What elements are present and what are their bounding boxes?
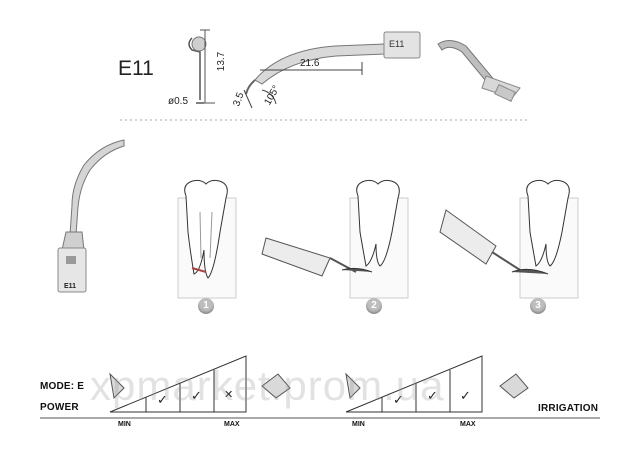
mode-label: MODE: E [40, 381, 85, 392]
step-badge-3: 3 [530, 298, 546, 314]
irrigation-mark-2: ✓ [427, 388, 438, 403]
irrigation-mark-1: ✓ [393, 392, 404, 407]
power-label: POWER [40, 402, 79, 413]
power-mark-3: ✕ [224, 389, 234, 401]
dimension-diameter: ø0.5 [168, 96, 189, 107]
irrigation-label: IRRIGATION [538, 403, 599, 414]
tip-dimension-drawing [243, 31, 421, 109]
tooth-step-3 [439, 179, 579, 299]
power-min-label: MIN [118, 421, 131, 428]
power-mark-2: ✓ [191, 388, 202, 403]
irrigation-max-label: MAX [460, 421, 476, 428]
power-max-label: MAX [224, 421, 240, 428]
watermark: xpmarket.prom.ua [90, 362, 445, 409]
tip-side-view [188, 29, 215, 104]
step-badge-2: 2 [366, 298, 382, 314]
irrigation-min-label: MIN [352, 421, 365, 428]
tip-perspective [437, 40, 521, 102]
tip-large-illustration [57, 139, 125, 293]
tip-engraving: E11 [389, 39, 405, 49]
power-mark-1: ✓ [157, 392, 168, 407]
dimension-reach: 21.6 [300, 58, 320, 69]
dimension-length: 13.7 [216, 51, 228, 72]
shank-label: E11 [64, 283, 77, 290]
tooth-step-1 [177, 179, 237, 299]
step-badge-1: 1 [198, 298, 214, 314]
irrigation-scale [345, 355, 529, 413]
tooth-step-2 [261, 179, 409, 299]
power-scale [109, 355, 291, 413]
model-name: E11 [118, 57, 154, 80]
irrigation-mark-3: ✓ [460, 388, 471, 403]
